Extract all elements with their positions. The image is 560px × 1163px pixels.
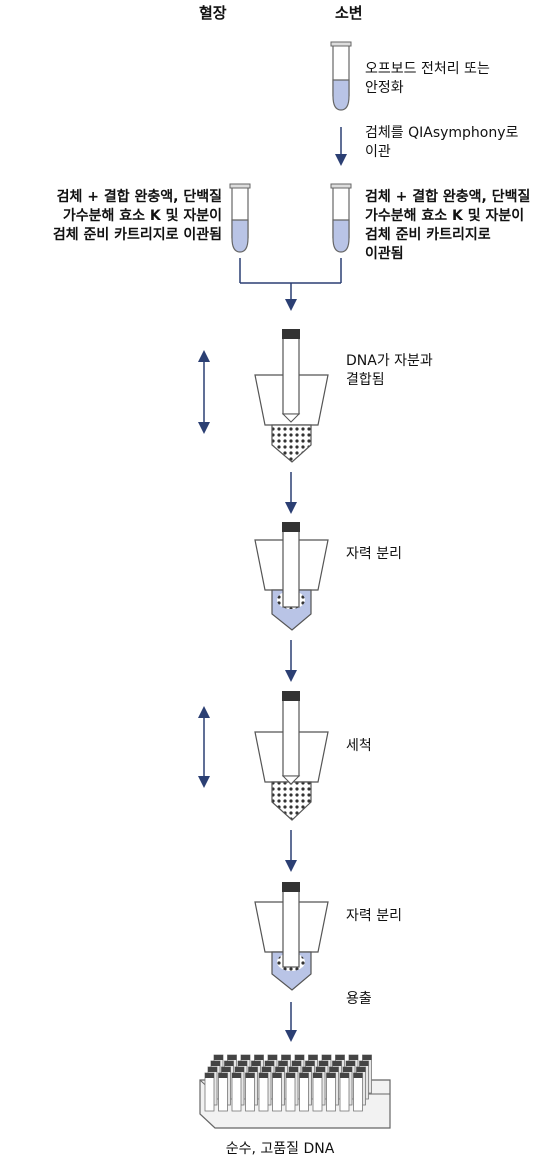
rack-tube-cap <box>224 1061 234 1066</box>
plasma-prep-label: 검체 + 결합 완충액, 단백질 가수분해 효소 K 및 자분이 검체 준비 카… <box>52 189 222 243</box>
rack-tube-cap <box>292 1061 301 1066</box>
rack-tube-cap <box>335 1055 345 1060</box>
urine-prep-label: 검체 + 결합 완충액, 단백질 가수분해 효소 K 및 자분이 검체 준비 카… <box>365 189 531 262</box>
rack-tube-cap <box>332 1061 342 1066</box>
rack-tube-cap <box>254 1055 264 1060</box>
bind-label: DNA가 자분과 결합됨 <box>346 353 433 388</box>
elute-label: 용출 <box>346 991 372 1007</box>
rack-tube-cap <box>235 1067 244 1072</box>
rack-tube-cap <box>232 1073 241 1078</box>
rack-tube <box>218 1072 228 1112</box>
magnetic-separation-label-1: 자력 분리 <box>346 546 402 562</box>
rack-tube-cap <box>316 1067 325 1072</box>
transfer-label: 검체를 QIAsymphony로 이관 <box>365 125 519 160</box>
rack-tube-cap <box>326 1073 336 1078</box>
rack-tube-cap <box>353 1073 363 1078</box>
rack-tube-cap <box>227 1055 237 1060</box>
rack-tube-cap <box>248 1067 258 1072</box>
rack-tube-cap <box>302 1067 312 1072</box>
rack-tube-cap <box>319 1061 328 1066</box>
rack-tube-cap <box>262 1067 271 1072</box>
rack-tube-cap <box>329 1067 339 1072</box>
rack-tube-cap <box>305 1061 315 1066</box>
rack-tube <box>231 1072 242 1112</box>
rack-tube-cap <box>221 1067 231 1072</box>
rack-tube-cap <box>245 1073 255 1078</box>
urine-tube <box>330 41 352 111</box>
rack-tube-cap <box>208 1067 217 1072</box>
rack-tube-cap <box>346 1061 355 1066</box>
rack-tube-cap <box>313 1073 322 1078</box>
rack-tube-cap <box>275 1067 285 1072</box>
rack-tube <box>272 1072 282 1112</box>
wash-label: 세척 <box>346 738 372 754</box>
rack-tube-cap <box>205 1073 214 1078</box>
rack-tube-cap <box>259 1073 268 1078</box>
rack-tube-cap <box>359 1061 369 1066</box>
rack-tube-cap <box>340 1073 349 1078</box>
rack-tube-cap <box>241 1055 250 1060</box>
urine-header: 소변 <box>335 4 363 22</box>
rack-tube <box>312 1072 323 1112</box>
urine-cartridge-tube <box>330 183 352 253</box>
rack-tube <box>326 1072 336 1112</box>
rack-tube <box>204 1072 215 1112</box>
rack-tube <box>245 1072 255 1112</box>
elution-rack <box>199 1054 391 1129</box>
result-label: 순수, 고품질 DNA <box>225 1141 335 1157</box>
rack-tube-cap <box>211 1061 220 1066</box>
rack-tube-cap <box>299 1073 309 1078</box>
cartridge-bind <box>254 329 329 463</box>
cartridge-magsep-1 <box>254 522 329 631</box>
rack-tube-cap <box>308 1055 318 1060</box>
cartridge-magsep-2 <box>254 882 329 991</box>
rack-tube-cap <box>272 1073 282 1078</box>
rack-tube-cap <box>238 1061 247 1066</box>
rack-tube-cap <box>295 1055 304 1060</box>
rack-tube-cap <box>265 1061 274 1066</box>
rack-tube-cap <box>251 1061 261 1066</box>
merge-bracket <box>239 258 342 284</box>
rack-tube-cap <box>278 1061 288 1066</box>
rack-tube-cap <box>289 1067 298 1072</box>
rack-tube-cap <box>218 1073 228 1078</box>
plasma-cartridge-tube <box>229 183 251 253</box>
rack-tube-cap <box>349 1055 358 1060</box>
rack-tube <box>353 1072 363 1112</box>
rack-tube-cap <box>281 1055 291 1060</box>
rack-tube <box>339 1072 350 1112</box>
rack-tube-cap <box>362 1055 372 1060</box>
rack-tube <box>258 1072 269 1112</box>
cartridge-wash <box>254 691 329 821</box>
rack-tube-cap <box>322 1055 331 1060</box>
rack-tube <box>299 1072 309 1112</box>
magnetic-separation-label-2: 자력 분리 <box>346 908 402 924</box>
rack-tube <box>285 1072 296 1112</box>
rack-tube-cap <box>343 1067 352 1072</box>
plasma-header: 혈장 <box>199 4 227 22</box>
rack-tube-cap <box>356 1067 366 1072</box>
pretreat-label: 오프보드 전처리 또는 안정화 <box>365 61 490 96</box>
rack-tube-cap <box>214 1055 223 1060</box>
rack-tube-cap <box>286 1073 295 1078</box>
rack-tube-cap <box>268 1055 277 1060</box>
